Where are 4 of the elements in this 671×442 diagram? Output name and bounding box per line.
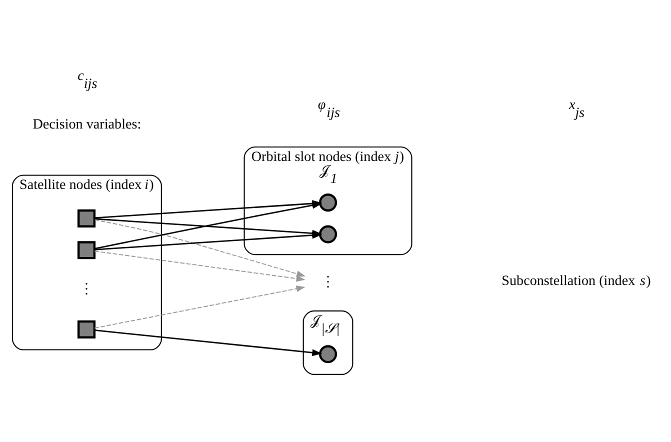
- label: Decision variables:: [32, 116, 142, 132]
- label: ⋮: [79, 280, 94, 297]
- node-text: ⋮: [320, 274, 335, 290]
- label: Subconstellation (index s): [502, 272, 651, 289]
